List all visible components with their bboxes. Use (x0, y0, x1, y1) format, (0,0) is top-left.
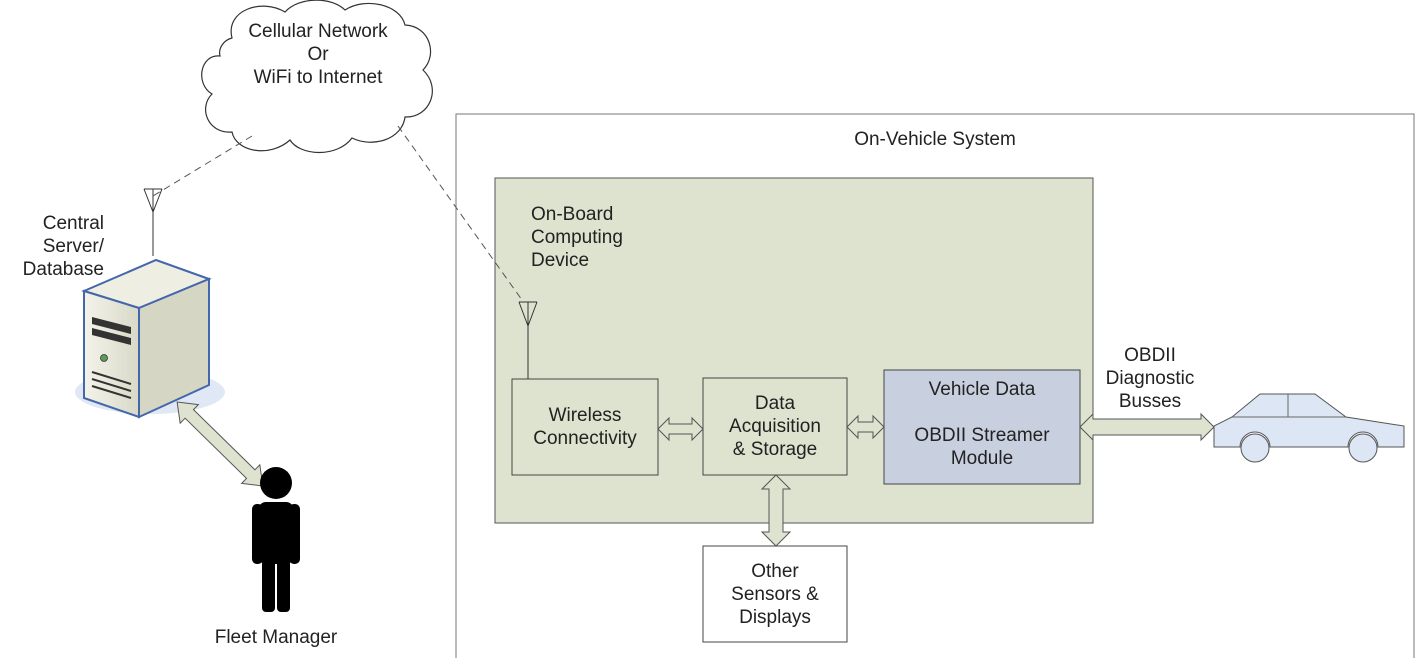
cloud-shape (201, 0, 433, 153)
server-manager-arrow (176, 401, 264, 487)
cloud-to-server-link (152, 135, 253, 197)
on-board-computing-device-label: On-Board Computing Device (531, 204, 623, 271)
obdii-bus-label: OBDII Diagnostic Busses (1105, 345, 1195, 412)
cloud-label: Cellular Network Or WiFi to Internet (248, 21, 388, 88)
car-icon (1213, 393, 1405, 463)
dataacq-module-arrow (846, 414, 885, 440)
wireless-connectivity-label: Wireless Connectivity (533, 405, 637, 449)
fleet-manager-label: Fleet Manager (214, 627, 338, 648)
car-rear-wheel (1348, 433, 1378, 463)
other-sensors-label: Other Sensors & Displays (731, 561, 819, 628)
device-antenna-icon (518, 301, 538, 379)
on-vehicle-system-title: On-Vehicle System (854, 129, 1016, 150)
fleet-manager-person-icon (252, 467, 300, 612)
wireless-dataacq-arrow (657, 416, 704, 442)
server-antenna-icon (143, 188, 163, 256)
car-front-wheel (1240, 433, 1270, 463)
server-tower-icon (75, 258, 225, 419)
central-server-label: Central Server/ Database (22, 213, 104, 280)
vehicle-data-module-box (883, 369, 1081, 485)
wireless-connectivity-box (511, 378, 659, 476)
other-sensors-box (702, 545, 848, 643)
data-acquisition-label: Data Acquisition & Storage (729, 393, 821, 460)
vehicle-data-module-label: Vehicle Data OBDII Streamer Module (914, 379, 1050, 469)
dataacq-sensors-arrow (760, 474, 792, 547)
data-acquisition-box (702, 377, 848, 476)
